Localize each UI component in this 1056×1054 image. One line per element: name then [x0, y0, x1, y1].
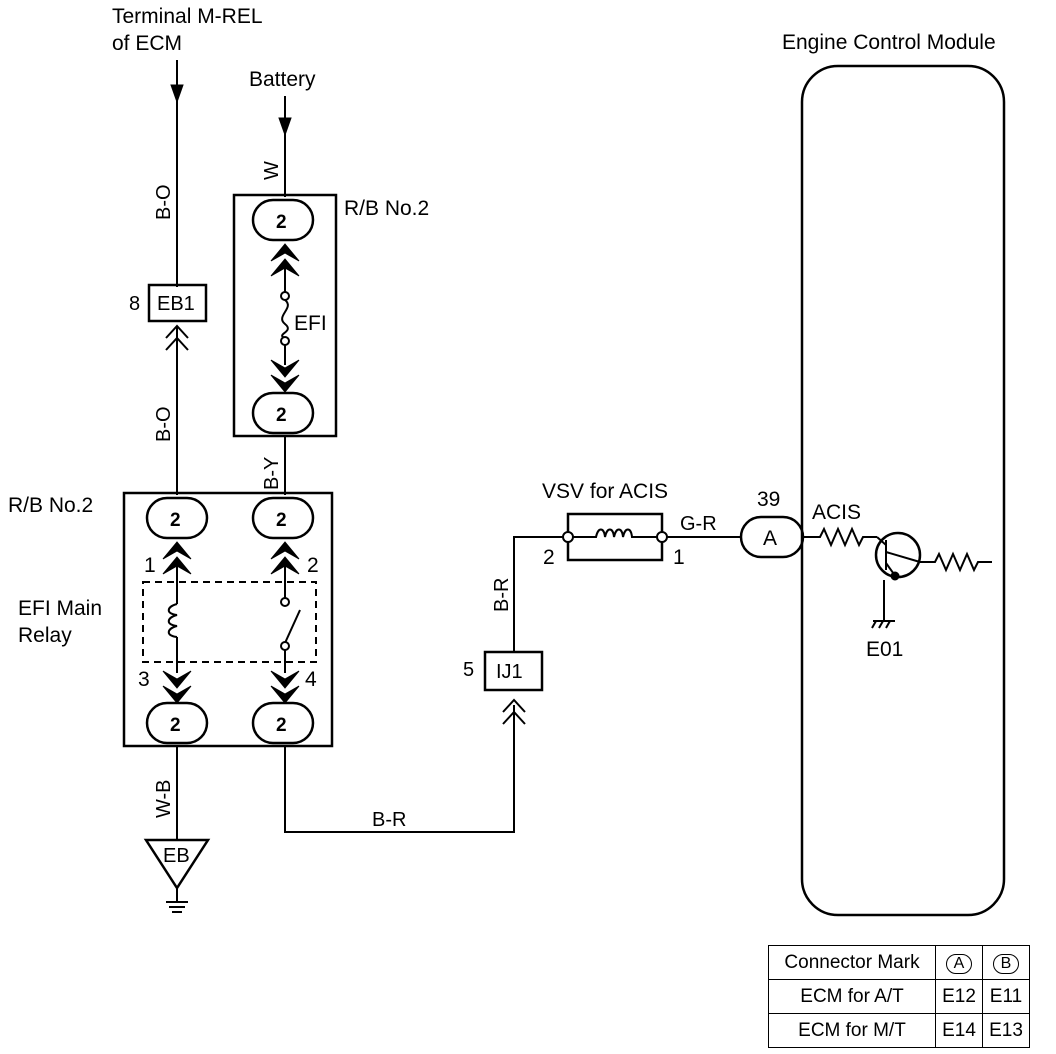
- legend-row-a: E12: [935, 979, 983, 1014]
- relay-label-line1: EFI Main: [18, 597, 102, 620]
- wire-label-bo-top: B-O: [153, 184, 175, 220]
- connector-mark-a: A: [945, 953, 973, 974]
- legend-row-b: E13: [982, 1013, 1030, 1048]
- legend-header: Connector Mark: [768, 945, 936, 980]
- connector-eb1-pin: 8: [129, 293, 140, 315]
- terminal-relay-top-right: [251, 496, 315, 540]
- relay-block-lower: [122, 491, 334, 748]
- terminal-arrow-icon: [270, 541, 300, 575]
- legend-row-a: E14: [935, 1013, 983, 1048]
- connector-mark-b: B: [992, 953, 1020, 974]
- terminal-fuse-bottom-num: 2: [276, 405, 287, 426]
- fuse-terminal: [280, 291, 290, 301]
- transistor-emitter-dot: [890, 571, 900, 581]
- connector-ij1-label: IJ1: [496, 661, 523, 683]
- relay-pin-4: 4: [305, 668, 317, 691]
- fuse-terminal: [280, 336, 290, 346]
- ground-icon: [871, 620, 895, 629]
- terminal-fuse-bottom: [251, 391, 315, 435]
- table-row: ECM for M/T E14 E13: [768, 1013, 1030, 1048]
- relay-contact: [280, 641, 290, 651]
- ground-icon: [166, 901, 188, 913]
- ecm-connector-a-label: A: [763, 527, 777, 550]
- terminal-arrow-icon: [162, 541, 192, 575]
- terminal-arrow-icon: [270, 670, 300, 704]
- vsv-label: VSV for ACIS: [542, 480, 668, 503]
- relay-contact: [280, 597, 290, 607]
- fuse-element: [281, 299, 289, 339]
- legend-col-a: A: [935, 945, 983, 980]
- connector-eb1: [147, 283, 208, 323]
- terminal-relay-top-left-num: 2: [170, 510, 181, 531]
- legend-row-label: ECM for M/T: [768, 1013, 936, 1048]
- relay-block-lower-label: R/B No.2: [8, 494, 93, 517]
- wire-label-br-bottom: B-R: [372, 809, 406, 831]
- wire-label-w: W: [261, 161, 283, 180]
- wire-label-br-vertical: B-R: [491, 578, 513, 612]
- acis-label: ACIS: [812, 501, 861, 524]
- terminal-relay-top-right-num: 2: [276, 510, 287, 531]
- ecm-title: Engine Control Module: [782, 31, 996, 54]
- acis-resistor: [803, 526, 877, 548]
- connector-legend-table: Connector Mark A B ECM for A/T E12 E11 E…: [768, 945, 1030, 1048]
- terminal-fuse-top: [251, 198, 315, 242]
- legend-col-b: B: [982, 945, 1030, 980]
- vsv-terminal: [562, 531, 574, 543]
- terminal-relay-top-left: [145, 496, 209, 540]
- terminal-arrow-icon: [270, 359, 300, 393]
- wire-br-vertical: [513, 536, 564, 652]
- ecm-connector-pin: 39: [757, 488, 780, 511]
- terminal-relay-bottom-right: [251, 701, 315, 745]
- arrow-down-icon: [170, 84, 184, 104]
- ground-connector-eb-label: EB: [163, 845, 190, 867]
- fuse-efi-label: EFI: [294, 312, 327, 335]
- legend-row-b: E11: [982, 979, 1030, 1014]
- arrow-down-icon: [278, 117, 292, 137]
- relay-pin-2: 2: [307, 554, 319, 577]
- relay-switch-blade: [284, 609, 301, 644]
- wire-label-gr: G-R: [680, 513, 717, 535]
- terminal-relay-bottom-left: [145, 701, 209, 745]
- connector-eb1-label: EB1: [157, 293, 195, 315]
- relay-coil: [167, 603, 178, 638]
- terminal-arrow-icon: [270, 243, 300, 277]
- relay-enclosure: [142, 581, 317, 663]
- vsv-terminal: [656, 531, 668, 543]
- relay-pin-1: 1: [144, 554, 156, 577]
- table-row: ECM for A/T E12 E11: [768, 979, 1030, 1014]
- terminal-label-line1: Terminal M-REL: [112, 5, 263, 28]
- vsv-pin-left: 2: [543, 546, 555, 569]
- terminal-relay-bottom-right-num: 2: [276, 715, 287, 736]
- chevron-up-icon: [502, 698, 526, 725]
- legend-header-row: Connector Mark A B: [768, 945, 1030, 980]
- terminal-fuse-top-num: 2: [276, 212, 287, 233]
- ground-connector-eb: [143, 838, 211, 891]
- terminal-label-line2: of ECM: [112, 32, 182, 55]
- wire-label-by: B-Y: [261, 457, 283, 490]
- battery-label: Battery: [249, 68, 316, 91]
- wire-label-bo-mid: B-O: [153, 406, 175, 442]
- relay-block-upper-label: R/B No.2: [344, 197, 429, 220]
- vsv-coil: [573, 528, 657, 538]
- wire-br: [284, 705, 515, 833]
- transistor-lead: [885, 551, 921, 563]
- wire-label-wb: W-B: [153, 779, 175, 818]
- vsv-pin-right: 1: [673, 546, 685, 569]
- terminal-arrow-icon: [162, 670, 192, 704]
- ecm-module: [800, 64, 1006, 917]
- legend-row-label: ECM for A/T: [768, 979, 936, 1014]
- transistor-collector: [876, 536, 887, 546]
- terminal-relay-bottom-left-num: 2: [170, 715, 181, 736]
- transistor-resistor: [920, 551, 992, 573]
- e01-label: E01: [866, 638, 903, 661]
- relay-label-line2: Relay: [18, 624, 72, 647]
- connector-ij1-pin: 5: [463, 659, 474, 681]
- relay-pin-3: 3: [138, 668, 150, 691]
